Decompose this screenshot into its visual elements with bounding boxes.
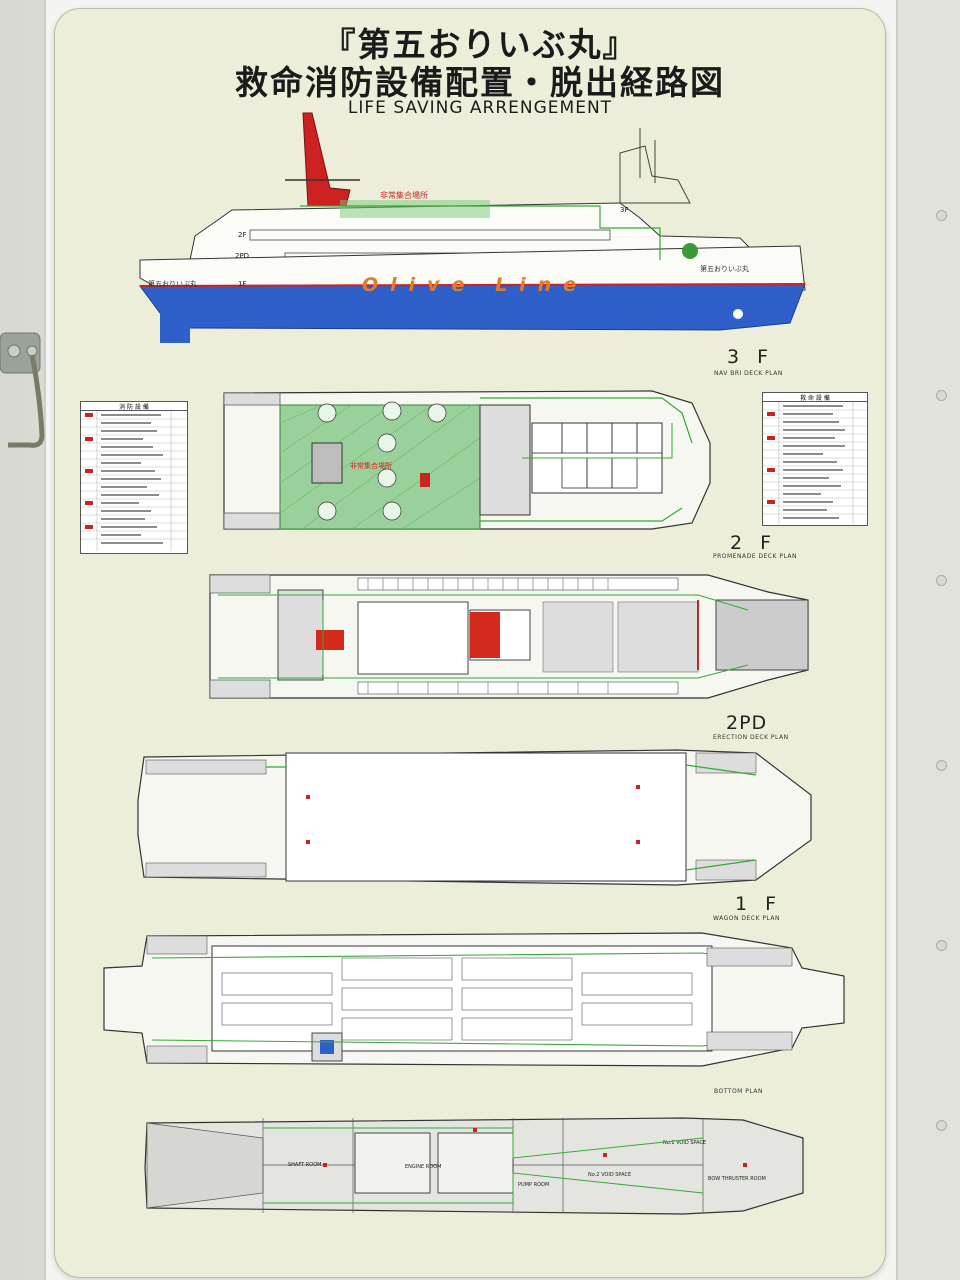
fire-equipment-legend: 消 防 設 備 bbox=[80, 401, 188, 554]
deck-sub-3f: NAV BRI DECK PLAN bbox=[714, 370, 783, 377]
deck-plan-2f bbox=[209, 574, 809, 699]
plan-title: 救命消防設備配置・脱出経路図 bbox=[235, 63, 725, 102]
life-saving-legend: 救 命 設 備 bbox=[762, 392, 868, 526]
screw bbox=[936, 575, 947, 586]
deck-label-3f: 3 F bbox=[727, 346, 775, 368]
deck-label-2f: 2 F bbox=[730, 532, 778, 554]
ship-profile: 非常集合場所 Olive Line 第五おりいぶ丸 第五おりいぶ丸 3F 2F … bbox=[139, 112, 806, 343]
room-label: SHAFT ROOM bbox=[288, 1162, 321, 1168]
deck-label-2pd: 2PD bbox=[726, 712, 768, 734]
deck-mark: 2F bbox=[238, 231, 246, 239]
legend-title: 救 命 設 備 bbox=[763, 393, 867, 402]
deck-plan-1f bbox=[103, 932, 845, 1067]
deck-mark: 3F bbox=[620, 206, 628, 214]
room-label: PUMP ROOM bbox=[518, 1182, 549, 1188]
deck-mark: 2PD bbox=[235, 252, 249, 260]
door-latch[interactable] bbox=[0, 325, 60, 455]
screw bbox=[936, 760, 947, 771]
room-label: No.1 VOID SPACE bbox=[663, 1140, 706, 1146]
ship-name-title: 『第五おりいぶ丸』 bbox=[322, 25, 638, 64]
ship-brand-text: Olive Line bbox=[362, 274, 588, 296]
deck-sub-2f: PROMENADE DECK PLAN bbox=[713, 553, 798, 560]
room-label: No.2 VOID SPACE bbox=[588, 1172, 631, 1178]
screw bbox=[936, 1120, 947, 1131]
screw bbox=[936, 210, 947, 221]
room-label: BOW THRUSTER ROOM bbox=[708, 1176, 766, 1182]
screw bbox=[936, 390, 947, 401]
deck-sub-1f: WAGON DECK PLAN bbox=[713, 915, 781, 922]
deck-label-1f: 1 F bbox=[735, 893, 783, 915]
deck-sub-2pd: ERECTION DECK PLAN bbox=[713, 734, 789, 741]
hull-name-left: 第五おりいぶ丸 bbox=[148, 279, 197, 288]
room-label: ENGINE ROOM bbox=[405, 1164, 441, 1170]
legend-title: 消 防 設 備 bbox=[81, 402, 187, 411]
ship-assembly-label: 非常集合場所 bbox=[380, 190, 428, 200]
deck-plan-2pd bbox=[137, 749, 812, 886]
screw bbox=[936, 940, 947, 951]
deck-plan-bottom: SHAFT ROOM ENGINE ROOM PUMP ROOM No.1 VO… bbox=[144, 1117, 804, 1215]
assembly-area-label: 非常集合場所 bbox=[350, 461, 392, 470]
hull-name-right: 第五おりいぶ丸 bbox=[700, 264, 749, 273]
plan-subtitle: LIFE SAVING ARRENGEMENT bbox=[347, 98, 613, 118]
deck-sub-bottom: BOTTOM PLAN bbox=[714, 1088, 763, 1095]
deck-plan-3f: 非常集合場所 bbox=[223, 390, 711, 530]
deck-mark: 1F bbox=[238, 280, 246, 288]
